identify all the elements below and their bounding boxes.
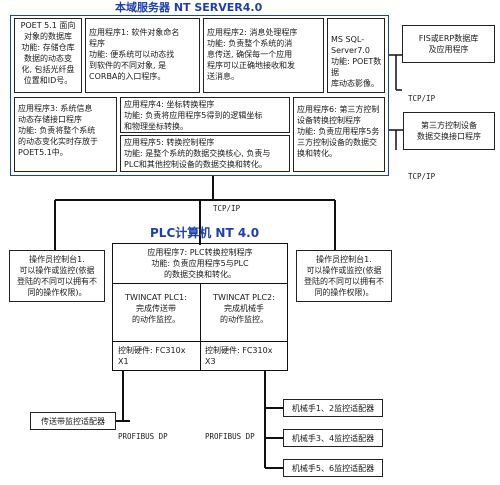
app3-text: 应用程序3: 系统信息 动态存储接口程序 功能: 负责将整个系统 的动态变化实时… — [18, 104, 98, 157]
robot-5-6-adapter-text: 机械手5、6监控适配器 — [291, 464, 375, 473]
app4-box: 应用程序4: 坐标转换程序 功能: 负责将应用程序5得到的逻辑坐标 和物理坐标转… — [120, 97, 290, 133]
robot-3-4-adapter-text: 机械手3、4监控适配器 — [291, 434, 375, 443]
app4-text: 应用程序4: 坐标转换程序 功能: 负责将应用程序5得到的逻辑坐标 和物理坐标转… — [124, 100, 263, 131]
server-title: 本域服务器 NT SERVER4.0 — [115, 1, 263, 14]
app2-box: 应用程序2: 消息处理程序 功能: 负责整个系统的消 息传送, 确保每一个应用 … — [203, 18, 324, 93]
fis-erp-box: FIS或ERP数据库 及应用程序 — [402, 25, 495, 63]
mssql-text: MS SQL- Server7.0 功能: POET数据 库动态影像。 — [331, 35, 382, 88]
operator-console-right-text: 操作员控制台1. 可以操作或监控(依据 登陆的不同可以拥有不 同的操作权限)。 — [304, 255, 384, 297]
plc-divider-bottom — [112, 341, 288, 342]
plc-divider-middle — [200, 283, 201, 371]
app5-box: 应用程序5: 转换控制程序 功能: 是整个系统的数据交换核心, 负责与 PLC和… — [120, 135, 290, 172]
profibus-label-left: PROFIBUS DP — [118, 432, 168, 441]
plc-title: PLC计算机 NT 4.0 — [150, 226, 260, 240]
twincat-plc1-text: TWINCAT PLC1: 完成传送带 的动作监控。 — [125, 293, 187, 324]
profibus-label-right: PROFIBUS DP — [205, 432, 255, 441]
tcpip-label-fis: TCP/IP — [408, 94, 436, 103]
fis-erp-text: FIS或ERP数据库 及应用程序 — [418, 34, 479, 54]
app6-box: 应用程序6: 第三方控制 设备转换控制程序 功能: 负责应用程序5务 三方控制设… — [293, 97, 385, 172]
conveyor-adapter-text: 传送带监控适配器 — [41, 417, 105, 426]
robot-5-6-adapter-box: 机械手5、6监控适配器 — [283, 459, 383, 477]
app7-text: 应用程序7: PLC转换控制程序 功能: 负责应用程序5与PLC 的数据交换和转… — [147, 248, 253, 279]
tcpip-label-third: TCP/IP — [408, 172, 436, 181]
robot-3-4-adapter-box: 机械手3、4监控适配器 — [283, 429, 383, 447]
robot-1-2-adapter-text: 机械手1、2监控适配器 — [291, 404, 375, 413]
server-container — [10, 15, 389, 176]
twincat-plc2-text: TWINCAT PLC2: 完成机械手 的动作监控。 — [213, 293, 275, 324]
app5-text: 应用程序5: 转换控制程序 功能: 是整个系统的数据交换核心, 负责与 PLC和… — [124, 138, 271, 169]
operator-console-left: 操作员控制台1. 可以操作或监控(依据 登陆的不同可以拥有不 同的操作权限)。 — [9, 250, 105, 302]
app6-text: 应用程序6: 第三方控制 设备转换控制程序 功能: 负责应用程序5务 三方控制设… — [297, 105, 380, 158]
mssql-box: MS SQL- Server7.0 功能: POET数据 库动态影像。 — [327, 18, 385, 93]
control-hardware-x3: 控制硬件: FC310x X3 — [205, 346, 273, 366]
app2-text: 应用程序2: 消息处理程序 功能: 负责整个系统的消 息传送, 确保每一个应用 … — [207, 28, 298, 81]
third-party-box: 第三方控制设备 数据交换接口程序 — [403, 112, 495, 150]
tcpip-label-network: TCP/IP — [213, 204, 241, 213]
operator-console-right: 操作员控制台1. 可以操作或监控(依据 登陆的不同可以拥有不 同的操作权限)。 — [296, 250, 392, 302]
app3-box: 应用程序3: 系统信息 动态存储接口程序 功能: 负责将整个系统 的动态变化实时… — [14, 97, 117, 172]
poet-text: POET 5.1 面向 对象的数据库 功能: 存储仓库 数据的动态变 化, 包括… — [20, 21, 76, 85]
poet-database-box: POET 5.1 面向 对象的数据库 功能: 存储仓库 数据的动态变 化, 包括… — [14, 18, 82, 93]
robot-1-2-adapter-box: 机械手1、2监控适配器 — [283, 399, 383, 417]
app1-text: 应用程序1: 软件对象命名 程序 功能: 便系统可以动态找 到软件的不同对象, … — [89, 28, 180, 81]
app1-box: 应用程序1: 软件对象命名 程序 功能: 便系统可以动态找 到软件的不同对象, … — [85, 18, 200, 93]
operator-console-left-text: 操作员控制台1. 可以操作或监控(依据 登陆的不同可以拥有不 同的操作权限)。 — [17, 255, 97, 297]
control-hardware-x1: 控制硬件: FC310x X1 — [118, 346, 186, 366]
conveyor-adapter-box: 传送带监控适配器 — [30, 412, 116, 430]
third-party-text: 第三方控制设备 数据交换接口程序 — [417, 121, 481, 141]
